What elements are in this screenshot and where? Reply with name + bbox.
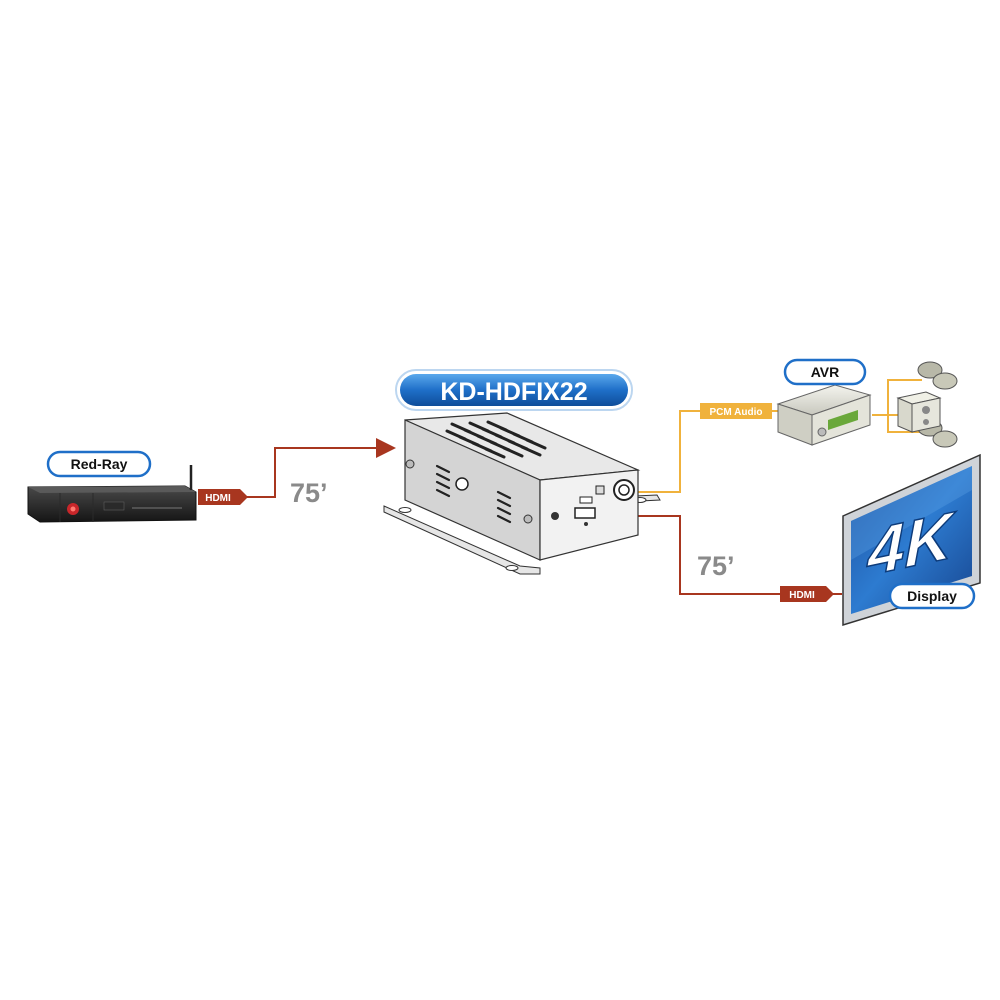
avr-label: AVR (811, 364, 840, 380)
audio-label: PCM Audio (710, 407, 763, 418)
media-player-icon (27, 465, 197, 523)
subwoofer-icon (896, 391, 942, 433)
output-distance: 75’ (697, 551, 735, 581)
display-icon: 4K (842, 453, 981, 627)
main-label-pill: KD-HDFIX22 (395, 369, 633, 411)
hdmi-fixer-box-icon (383, 412, 661, 575)
audio-tag: PCM Audio (700, 403, 772, 419)
input-distance: 75’ (290, 478, 328, 508)
input-hdmi-tag: HDMI (198, 489, 248, 505)
audio-cable (632, 410, 778, 493)
source-label-pill: Red-Ray (46, 450, 152, 478)
display-label-pill: Display (888, 582, 976, 610)
display-label: Display (907, 588, 957, 604)
output-hdmi-label: HDMI (789, 590, 815, 601)
av-receiver-icon (776, 384, 872, 446)
speaker-icon (917, 361, 958, 448)
input-hdmi-cable (245, 438, 396, 498)
source-label: Red-Ray (71, 456, 128, 472)
output-hdmi-tag: HDMI (780, 586, 834, 602)
main-label: KD-HDFIX22 (440, 378, 587, 406)
avr-label-pill: AVR (783, 358, 867, 386)
input-hdmi-label: HDMI (205, 493, 231, 504)
